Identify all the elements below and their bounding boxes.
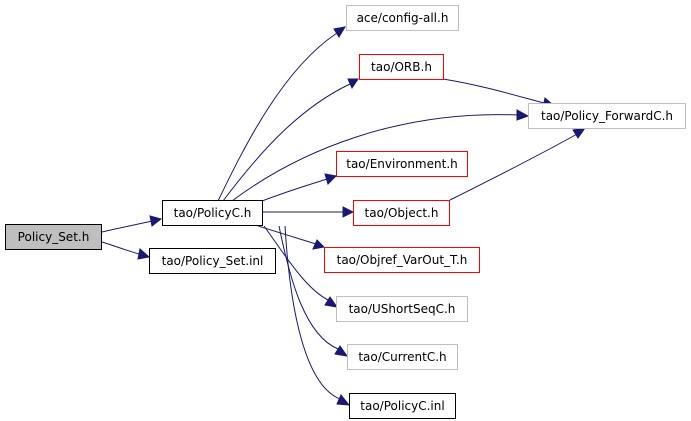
node-box [349,393,456,419]
edge-line [231,114,519,202]
node-box [353,200,450,226]
edge-policyc-h-to-policyc-inl [284,225,351,406]
edge-policy-set-h-to-policy-set-inl [101,241,151,260]
edge-orb-h-to-policy-forwardc-h [442,78,555,108]
edge-policyc-h-to-objref-varout-t-h [251,223,326,250]
graph-nodes: Policy_Set.h tao/PolicyC.h tao/Policy_Se… [5,5,686,419]
node-label: tao/Environment.h [346,157,458,171]
arrowhead [312,239,326,250]
edge-line [278,225,339,350]
edge-line [217,32,338,202]
node-box [162,200,263,226]
edge-line [222,83,351,202]
arrowhead [324,296,339,308]
edge-policy-set-h-to-policyc-h [101,215,163,233]
node-policy-set-inl[interactable]: tao/Policy_Set.inl [149,248,276,274]
arrowhead [336,394,351,406]
node-box [324,247,480,273]
node-policy-set-h[interactable]: Policy_Set.h [5,224,102,250]
edge-policyc-h-to-policy-forwardc-h [231,109,530,202]
node-box [149,248,276,274]
node-currentc-h[interactable]: tao/CurrentC.h [347,344,458,370]
graph-edges [101,26,587,406]
arrowhead [333,26,346,38]
node-box [528,103,686,129]
node-box [5,224,102,250]
node-label: tao/PolicyC.h [174,206,252,220]
node-box [347,344,458,370]
node-box [346,5,459,31]
arrowhead [347,78,359,90]
node-label: tao/Policy_Set.inl [162,254,264,268]
edge-line [449,133,578,201]
edge-policyc-h-to-orb-h [222,78,359,202]
arrowhead [334,345,349,357]
node-config-all-h[interactable]: ace/config-all.h [346,5,459,31]
edge-policyc-h-to-ushortseqc-h [263,225,339,308]
node-ushortseqc-h[interactable]: tao/UShortSeqC.h [336,296,468,322]
edge-line [261,178,328,202]
node-orb-h[interactable]: tao/ORB.h [359,54,444,80]
edge-policyc-h-to-environment-h [261,173,338,202]
edge-line [101,241,140,255]
edge-line [442,78,545,104]
arrowhead [516,109,530,121]
node-label: ace/config-all.h [357,11,449,25]
node-environment-h[interactable]: tao/Environment.h [336,151,468,177]
arrowhead [324,173,338,185]
node-label: tao/Policy_ForwardC.h [541,109,673,123]
node-label: tao/Objref_VarOut_T.h [337,253,468,267]
node-label: tao/ORB.h [371,60,432,74]
node-object-h[interactable]: tao/Object.h [353,200,450,226]
node-policy-forwardc-h[interactable]: tao/Policy_ForwardC.h [528,103,686,129]
node-policyc-inl[interactable]: tao/PolicyC.inl [349,393,456,419]
edge-policyc-h-to-currentc-h [278,225,349,357]
node-box [359,54,444,80]
edge-policyc-h-to-object-h [262,206,355,218]
arrowhead [342,206,355,218]
edge-line [251,223,317,245]
node-label: tao/Object.h [365,206,439,220]
arrowhead [149,215,163,227]
node-label: tao/UShortSeqC.h [349,302,456,316]
edge-policyc-h-to-config-all-h [217,26,346,202]
node-label: tao/CurrentC.h [358,350,446,364]
edge-object-h-to-policy-forwardc-h [449,127,587,201]
edge-line [101,220,153,233]
edge-line [263,225,329,301]
edge-line [284,225,341,400]
node-label: Policy_Set.h [18,230,90,244]
arrowhead [137,248,151,260]
node-box [336,296,468,322]
node-label: tao/PolicyC.inl [360,399,444,413]
node-policyc-h[interactable]: tao/PolicyC.h [162,200,263,226]
arrowhead [572,127,587,139]
node-objref-varout-t-h[interactable]: tao/Objref_VarOut_T.h [324,247,480,273]
node-box [336,151,468,177]
